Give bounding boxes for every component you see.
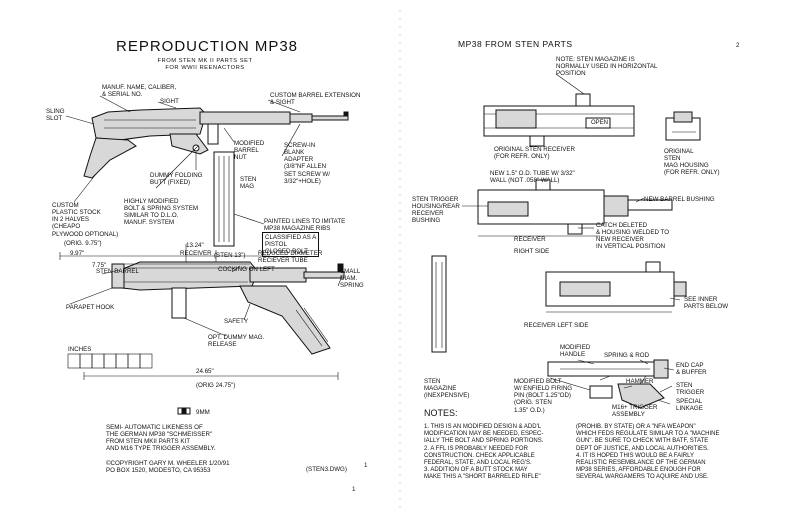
label-special-linkage: SPECIAL LINKAGE <box>676 398 703 413</box>
label-sling-slot: SLING SLOT <box>46 108 65 123</box>
lower-gun-drawing <box>59 244 345 380</box>
label-cocking: COCKING ON LEFT <box>218 266 275 273</box>
dim-9-97: 9.97" <box>70 250 85 257</box>
label-painted-lines: PAINTED LINES TO IMITATE MP38 MAGAZINE R… <box>264 218 346 233</box>
dim-13-24: 13.24" <box>186 242 204 249</box>
label-sten-mag: STEN MAG <box>240 176 257 191</box>
label-receiver-right: RECEIVER <box>514 236 546 243</box>
label-trigger-housing: STEN TRIGGER HOUSING/REAR RECEIVER BUSHI… <box>412 196 460 225</box>
new-receiver-left-drawing <box>545 261 687 313</box>
copyright-notice: ©COPYRIGHT GARY M. WHEELER 1/20/91 PO BO… <box>106 460 230 475</box>
leader-lines-right <box>462 73 681 405</box>
label-custom-barrel-ext: CUSTOM BARREL EXTENSION & SIGHT <box>270 92 361 107</box>
label-right-side: RIGHT SIDE <box>514 248 550 255</box>
label-catch-deleted: CATCH DELETED & HOUSING WELDED TO NEW RE… <box>596 222 670 251</box>
label-sight: SIGHT <box>160 98 179 105</box>
label-safety: SAFETY <box>224 318 249 325</box>
label-sten-13: (STEN 13") <box>214 252 246 259</box>
label-sten-trigger: STEN TRIGGER <box>676 382 705 397</box>
sten-mag-housing-drawing <box>665 111 701 141</box>
label-classified: CLASSIFIED AS A PISTOL CLOSED BOLT <box>262 232 320 258</box>
notes-heading: NOTES: <box>424 408 458 418</box>
label-open: OPEN <box>591 120 609 126</box>
page-number-bottom: 1 <box>352 486 356 493</box>
label-modified-bolt: MODIFIED BOLT W/ ENFIELD FIRING PIN (BOL… <box>514 378 573 414</box>
sten-magazine-drawing <box>431 255 447 353</box>
label-reduced-diameter: REDUCED DIAMETER RECIEVER TUBE <box>258 250 323 265</box>
label-m16-trigger: M16+ TRIGGER ASSEMBLY <box>612 404 658 419</box>
label-manuf: MANUF. NAME, CALIBER, & SERIAL NO. <box>102 84 177 99</box>
label-dummy-folding-butt: DUMMY FOLDING BUTT (FIXED) <box>150 172 203 187</box>
label-spring-rod: SPRING & ROD <box>604 352 650 359</box>
label-screw-in: SCREW-IN BLANK ADAPTER (3/8"NF ALLEN SET… <box>284 142 330 185</box>
label-modified-handle: MODIFIED HANDLE <box>560 344 591 359</box>
label-receiver: RECEIVER <box>180 250 212 257</box>
label-original-mag-housing: ORIGINAL STEN MAG HOUSING (FOR REFR. ONL… <box>664 148 720 177</box>
label-note-mag: NOTE: STEN MAGAZINE IS NORMALLY USED IN … <box>556 56 658 78</box>
label-modified-barrel-nut: MODIFIED BARREL NUT <box>234 140 265 162</box>
label-sten-barrel: STEN BARREL <box>96 268 139 275</box>
leader-lines-left <box>65 95 343 337</box>
upper-gun-drawing <box>83 107 349 247</box>
notes-left-column: 1. THIS IS AN MODIFIED DESIGN & ADD'L MO… <box>424 424 544 481</box>
label-original-receiver: ORIGINAL STEN RECEIVER (FOR REFR. ONLY) <box>494 146 575 161</box>
new-receiver-right-drawing <box>477 179 673 237</box>
label-small-diam-spring: SMALL DIAM. SPRING <box>340 268 364 290</box>
label-highly-modified: HIGHLY MODIFIED BOLT & SPRING SYSTEM SIM… <box>124 198 199 227</box>
label-inches: INCHES <box>68 346 92 353</box>
dim-7-75: 7.75" <box>92 262 107 269</box>
dim-orig-24-75: (ORIG 24.75") <box>196 382 236 389</box>
dim-24-65: 24.65" <box>196 368 214 375</box>
right-page-title: MP38 FROM STEN PARTS <box>458 39 573 49</box>
page-title: REPRODUCTION MP38 <box>116 38 299 55</box>
label-end-cap: END CAP & BUFFER <box>676 362 707 377</box>
drawing-file-name: (STEN3.DWG) <box>306 466 347 473</box>
inner-parts-drawing <box>547 359 669 409</box>
label-hammer: HAMMER <box>626 378 654 385</box>
label-custom-plastic-stock: CUSTOM PLASTIC STOCK IN 2 HALVES (CHEAPO… <box>52 202 119 238</box>
label-new-tube: NEW 1.5" O.D. TUBE W/ 3/32" WALL (NOT .0… <box>490 170 575 185</box>
label-parapet-hook: PARAPET HOOK <box>66 304 115 311</box>
label-sten-magazine: STEN MAGAZINE (INEXPENSIVE) <box>424 378 470 400</box>
label-new-barrel-bushing: NEW BARREL BUSHING <box>644 196 715 203</box>
inches-scale <box>67 353 153 369</box>
sten-receiver-drawing <box>483 93 635 147</box>
label-opt-dummy: OPT. DUMMY MAG. RELEASE <box>208 334 265 349</box>
notes-right-column: (PROHIB. BY STATE) OR A "NFA WEAPON" WHI… <box>576 424 720 481</box>
label-see-inner: SEE INNER PARTS BELOW <box>684 296 729 311</box>
right-page-number: 2 <box>736 42 740 49</box>
page-subtitle: FROM STEN MK II PARTS SET FOR WWII REENA… <box>157 58 253 71</box>
description-semi-auto: SEMI- AUTOMATIC LIKENESS OF THE GERMAN M… <box>106 424 216 453</box>
label-9mm: 9MM <box>196 409 210 416</box>
dim-orig-9-75: (ORIG. 9.75") <box>64 240 102 247</box>
label-receiver-left-side: RECEIVER LEFT SIDE <box>524 322 589 329</box>
sheet-number-corner: 1 <box>364 462 368 469</box>
